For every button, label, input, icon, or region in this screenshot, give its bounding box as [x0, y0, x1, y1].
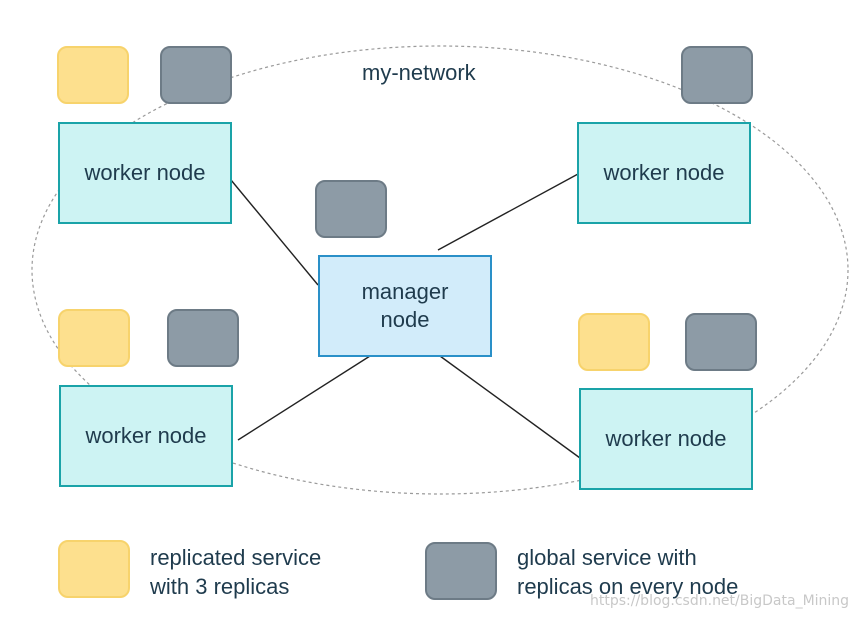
legend-replicated-text: replicated service with 3 replicas: [150, 545, 322, 599]
connector-bottom-left: [237, 355, 371, 441]
replicated-task: [578, 313, 650, 371]
watermark: https://blog.csdn.net/BigData_Mining: [590, 593, 850, 609]
connector-top-right: [437, 173, 579, 251]
global-task: [167, 309, 239, 367]
connector-bottom-right: [439, 355, 581, 459]
network-boundary: [31, 45, 849, 495]
replicated-task: [57, 46, 129, 104]
worker-node-bottom-left: worker node: [59, 385, 233, 487]
global-task: [160, 46, 232, 104]
replicated-task: [58, 309, 130, 367]
worker-node-bottom-right: worker node: [579, 388, 753, 490]
worker-node-top-right: worker node: [577, 122, 751, 224]
legend-global-swatch: [425, 542, 497, 600]
legend-global-text: global service with replicas on every no…: [517, 545, 739, 599]
legend-replicated-swatch: [58, 540, 130, 598]
worker-node-top-left: worker node: [58, 122, 232, 224]
network-label: my-network: [362, 60, 476, 85]
global-task: [685, 313, 757, 371]
manager-node: manager node: [318, 255, 492, 357]
global-task: [315, 180, 387, 238]
connector-top-left: [230, 179, 319, 286]
global-task: [681, 46, 753, 104]
